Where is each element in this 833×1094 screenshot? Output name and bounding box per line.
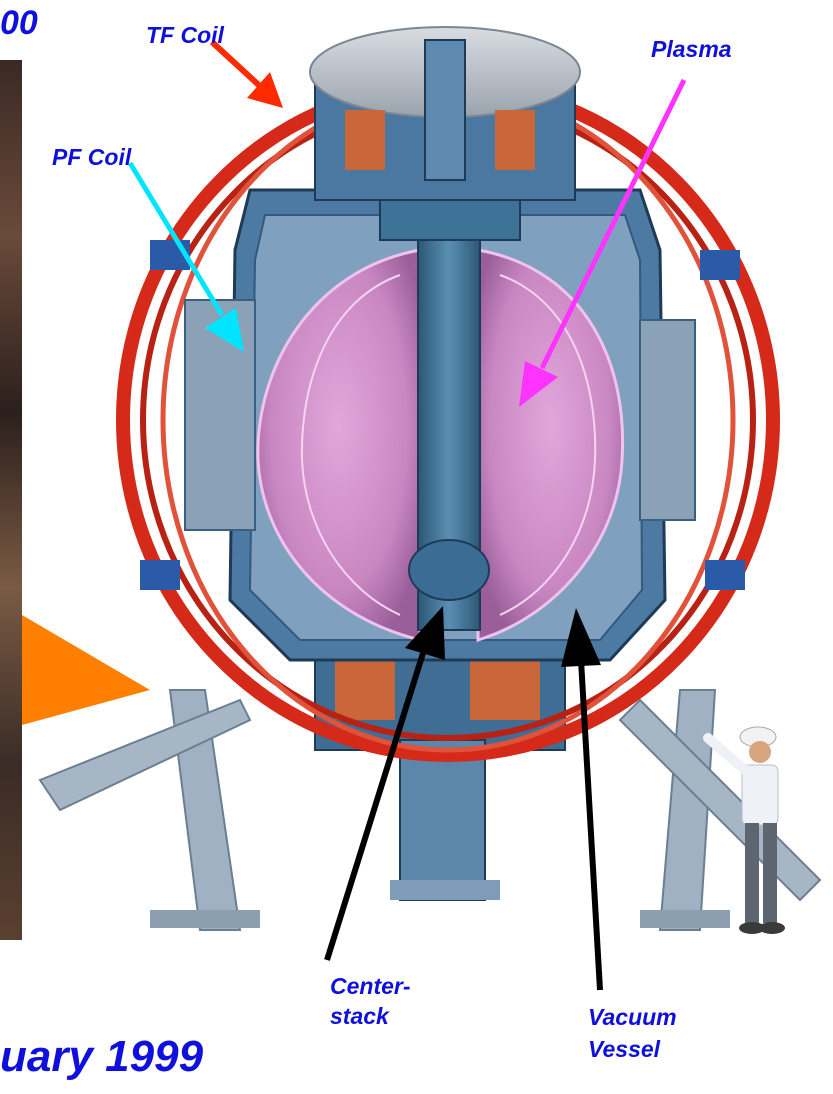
vacuum-vessel-label: Vacuum Vessel <box>588 1001 708 1065</box>
centerstack-label-line1: Center- <box>330 971 430 1001</box>
worker-figure <box>708 727 785 934</box>
centerstack-label: Center- stack <box>330 971 430 1031</box>
vacuum-vessel-arrow <box>561 608 601 990</box>
tf-coil-arrow <box>212 42 283 108</box>
vacuum-vessel-label-line2: Vessel <box>588 1033 708 1065</box>
lower-assembly <box>315 630 565 900</box>
centerstack-label-line2: stack <box>330 1001 430 1031</box>
date-caption: uary 1999 <box>0 1032 203 1082</box>
plasma-label: Plasma <box>651 36 732 63</box>
top-cap <box>310 27 580 200</box>
tf-coil-label: TF Coil <box>146 22 224 49</box>
big-orange-arrow <box>22 615 150 730</box>
pf-coil-label: PF Coil <box>52 144 131 171</box>
title-fragment: 00 <box>0 4 38 43</box>
vacuum-vessel-label-line1: Vacuum <box>588 1001 708 1033</box>
